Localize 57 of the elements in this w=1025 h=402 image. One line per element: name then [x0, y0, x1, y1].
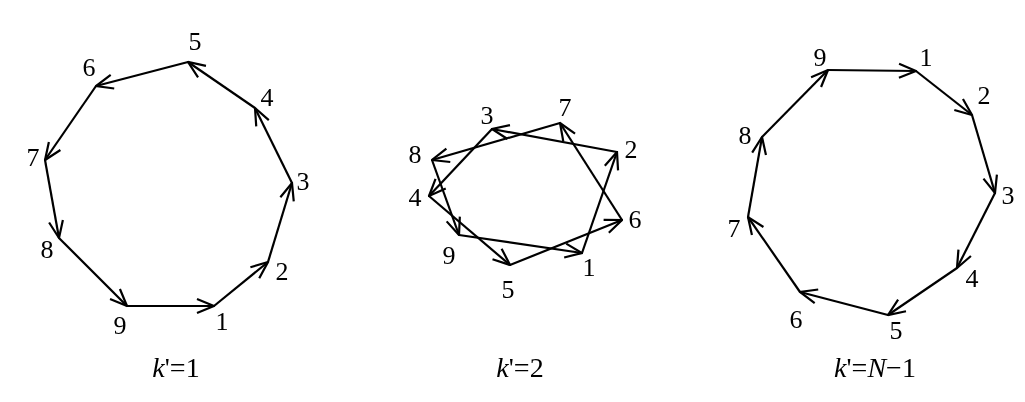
arrow — [213, 260, 270, 307]
vertex-label: 6 — [627, 208, 643, 232]
vertex-label: 4 — [259, 86, 275, 110]
vertex-label: 9 — [441, 244, 457, 268]
arrow — [915, 70, 974, 117]
arrow — [58, 237, 129, 308]
arrow — [798, 288, 889, 317]
arrow — [94, 60, 189, 90]
arrow — [746, 215, 801, 293]
vertex-label: 8 — [407, 143, 423, 167]
arrow — [127, 297, 216, 315]
vertex-label: 8 — [737, 124, 753, 148]
formula-label: k'=1 — [152, 352, 200, 384]
vertex-label: 1 — [214, 310, 230, 334]
arrow — [828, 62, 918, 79]
vertex-label: 7 — [726, 217, 742, 241]
formula-label: k'=N−1 — [834, 352, 916, 384]
arrow — [490, 124, 618, 154]
arrow — [761, 68, 830, 138]
vertex-label: 2 — [274, 260, 290, 284]
arrow — [430, 159, 461, 237]
arrow — [430, 121, 561, 164]
formula-label: k'=2 — [496, 352, 544, 384]
vertex-label: 5 — [187, 30, 203, 54]
vertex-label: 6 — [81, 56, 97, 80]
arrow — [746, 135, 768, 218]
vertex-label: 7 — [557, 96, 573, 120]
arrow — [955, 192, 996, 270]
arrow — [509, 218, 624, 267]
arrow — [558, 121, 623, 221]
vertex-label: 9 — [112, 314, 128, 338]
vertex-label: 3 — [1000, 184, 1016, 208]
vertex-label: 4 — [407, 186, 423, 210]
arrow — [886, 267, 958, 317]
arrow — [458, 233, 584, 259]
arrow — [43, 85, 97, 162]
vertex-label: 5 — [500, 278, 516, 302]
vertex-label: 1 — [918, 46, 934, 70]
arrow — [43, 159, 64, 240]
vertex-label: 2 — [623, 138, 639, 162]
arrow — [186, 60, 256, 109]
vertex-label: 3 — [295, 170, 311, 194]
vertex-label: 2 — [976, 84, 992, 108]
vertex-label: 3 — [479, 104, 495, 128]
vertex-label: 1 — [581, 256, 597, 280]
arrow — [580, 150, 620, 254]
arrow — [266, 181, 295, 263]
vertex-label: 9 — [812, 46, 828, 70]
vertex-label: 6 — [788, 308, 804, 332]
arrow — [970, 114, 998, 195]
arrow — [253, 106, 293, 184]
arrow — [427, 128, 493, 198]
vertex-label: 4 — [964, 267, 980, 291]
arrow — [428, 195, 512, 267]
vertex-label: 5 — [888, 319, 904, 343]
vertex-label: 7 — [25, 146, 41, 170]
vertex-label: 8 — [39, 238, 55, 262]
